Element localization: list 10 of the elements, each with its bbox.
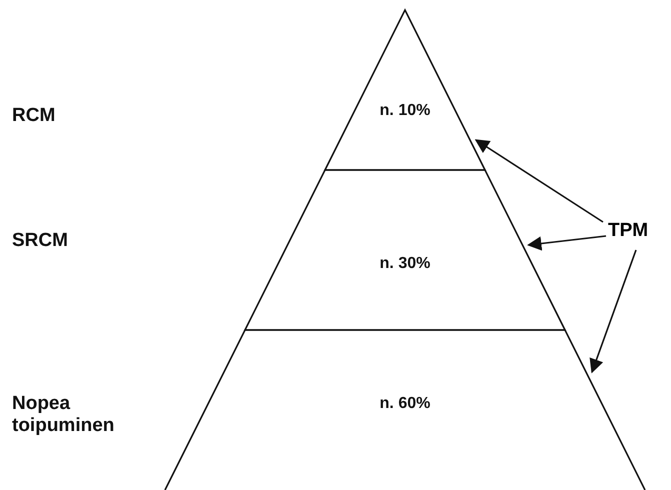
level-label: SRCM — [12, 230, 69, 252]
arrow — [527, 235, 606, 251]
percentage-label: n. 30% — [378, 255, 432, 273]
percentage-label: n. 10% — [378, 102, 432, 120]
arrow — [590, 250, 637, 374]
percentage-label: n. 60% — [378, 395, 432, 413]
arrow — [474, 139, 604, 223]
level-label: Nopea toipuminen — [12, 393, 116, 437]
callout-label: TPM — [608, 220, 668, 244]
level-label: RCM — [12, 105, 56, 127]
